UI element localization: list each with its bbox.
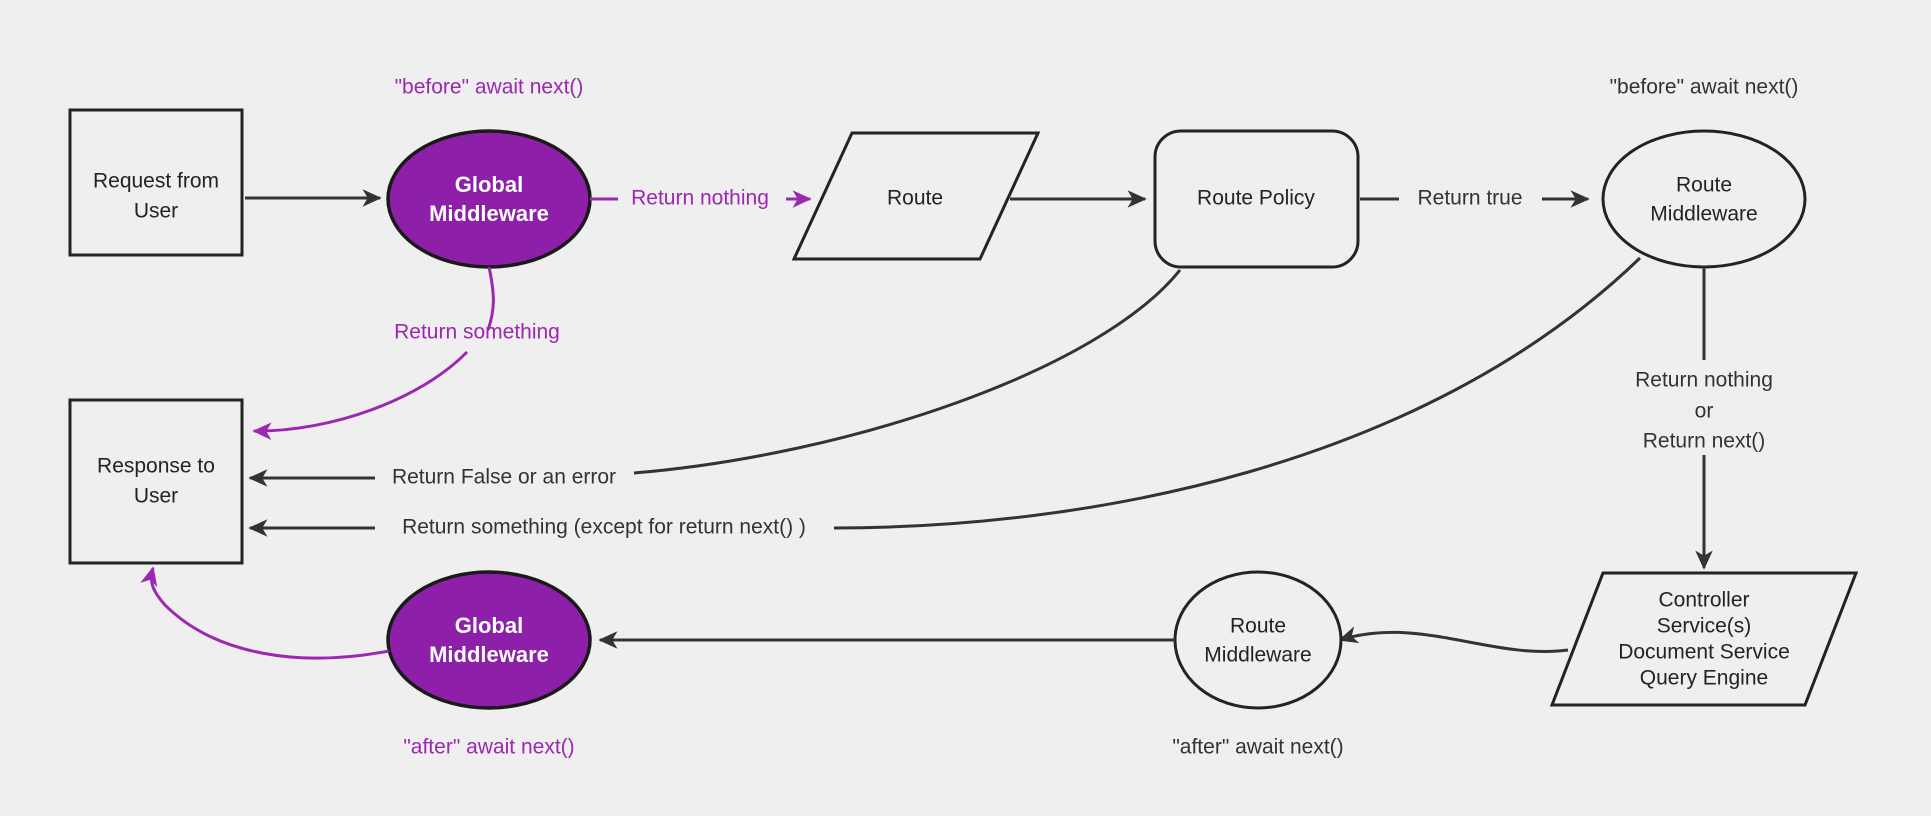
edge-route-mw-to-response-curve (833, 256, 1642, 530)
controller-label-line1: Controller (1658, 589, 1749, 612)
global-middleware-top-label-line1: Global (455, 172, 523, 197)
node-route-middleware-top[interactable]: Route Middleware (1601, 129, 1807, 269)
global-middleware-top-shape (386, 129, 592, 269)
node-route[interactable]: Route (791, 131, 1041, 261)
route-policy-shape (1153, 129, 1360, 269)
route-middleware-top-label-line1: Route (1676, 174, 1732, 197)
controller-label-line3: Document Service (1618, 641, 1790, 664)
global-middleware-bottom-label-line1: Global (455, 613, 523, 638)
node-global-middleware-bottom[interactable]: Global Middleware (386, 570, 592, 710)
edge-label-return-nothing-or-1: Return nothing (1635, 369, 1773, 392)
node-response-to-user[interactable]: Response to User (68, 398, 244, 565)
edge-label-return-nothing-or-2: or (1695, 400, 1714, 423)
route-middleware-bottom-shape (1173, 570, 1343, 710)
controller-label-line2: Service(s) (1657, 615, 1752, 638)
global-middleware-bottom-label-line2: Middleware (429, 642, 549, 667)
annotation-before-route-middleware: "before" await next() (1610, 76, 1799, 99)
annotation-after-route-middleware: "after" await next() (1172, 736, 1343, 759)
route-middleware-bottom-label-line1: Route (1230, 615, 1286, 638)
edge-controller-to-route-middleware-bottom (1338, 626, 1569, 653)
edge-label-return-nothing-or-3: Return next() (1643, 430, 1766, 453)
edge-global-mw-to-response-lower (252, 350, 469, 440)
global-middleware-top-label-line2: Middleware (429, 201, 549, 226)
route-policy-label: Route Policy (1197, 187, 1315, 210)
request-label-line2: User (134, 200, 178, 223)
route-middleware-top-label-line2: Middleware (1650, 203, 1757, 226)
node-controller-services[interactable]: Controller Service(s) Document Service Q… (1549, 571, 1859, 707)
response-box-shape (68, 398, 244, 565)
edge-label-return-false-or-error: Return False or an error (392, 466, 616, 489)
node-route-middleware-bottom[interactable]: Route Middleware (1173, 570, 1343, 710)
edge-global-mw-to-response-upper (486, 266, 495, 331)
edge-label-return-nothing: Return nothing (631, 187, 769, 210)
controller-shape (1549, 571, 1859, 707)
route-middleware-top-shape (1601, 129, 1807, 269)
node-global-middleware-top[interactable]: Global Middleware (386, 129, 592, 269)
node-route-policy[interactable]: Route Policy (1153, 129, 1360, 269)
edge-label-return-true: Return true (1417, 187, 1522, 210)
annotation-after-global-middleware: "after" await next() (403, 736, 574, 759)
annotation-before-global-middleware: "before" await next() (395, 76, 584, 99)
node-request-from-user[interactable]: Request from User (68, 108, 244, 257)
controller-label-line4: Query Engine (1640, 667, 1768, 690)
request-label-line1: Request from (93, 170, 219, 193)
response-label-line2: User (134, 485, 178, 508)
route-shape (791, 131, 1041, 261)
route-label: Route (887, 187, 943, 210)
request-box-shape (68, 108, 244, 257)
edge-label-return-something: Return something (394, 321, 560, 344)
response-label-line1: Response to (97, 455, 215, 478)
edge-label-return-something-except: Return something (except for return next… (402, 516, 806, 539)
edge-global-mw-bottom-to-response (140, 566, 390, 660)
route-middleware-bottom-label-line2: Middleware (1204, 644, 1311, 667)
edge-route-policy-to-response-curve (633, 269, 1182, 475)
global-middleware-bottom-shape (386, 570, 592, 710)
